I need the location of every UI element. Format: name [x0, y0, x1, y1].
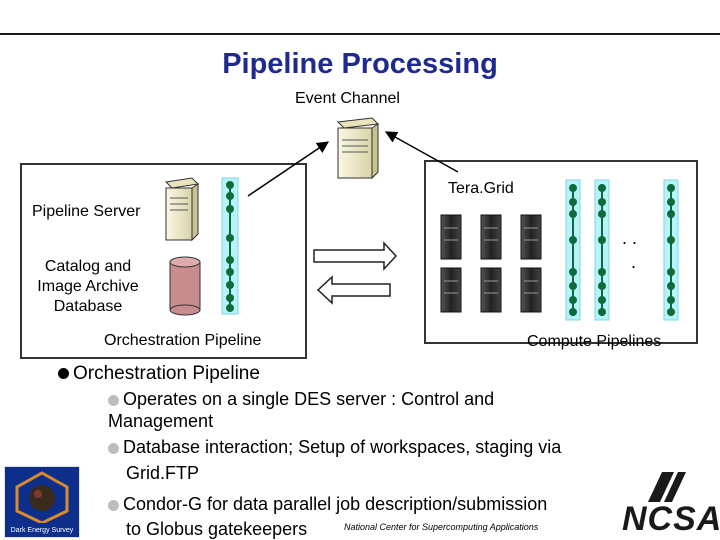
- compute-pipe-3: [663, 179, 679, 321]
- des-logo-emblem-icon: [15, 471, 69, 525]
- event-channel-label: Event Channel: [295, 90, 400, 107]
- compute-node-icon: [480, 267, 502, 313]
- teragrid-label: Tera.Grid: [448, 180, 514, 197]
- des-logo-text: Dark Energy Survey: [10, 527, 74, 534]
- catalog-db-line-3: Database: [53, 298, 123, 315]
- compute-pipe-2: [594, 179, 610, 321]
- des-logo: Dark Energy Survey: [4, 466, 80, 538]
- bullet-item-2: Database interaction; Setup of workspace…: [108, 436, 628, 458]
- bullet-dot: [58, 368, 69, 380]
- bullet-item-3-cont: to Globus gatekeepers: [126, 519, 308, 539]
- page-title: Pipeline Processing: [222, 48, 498, 80]
- catalog-db-label: Catalog and Image Archive Database: [28, 257, 148, 317]
- bullet-item-2-line-1: Database interaction; Setup of workspace…: [123, 437, 562, 457]
- footer-credit: National Center for Supercomputing Appli…: [344, 522, 539, 532]
- catalog-db-line-1: Catalog and: [44, 258, 132, 275]
- compute-node-icon: [520, 267, 542, 313]
- bullet-item-1-line-1: Operates on a single DES server : Contro…: [123, 389, 495, 409]
- bullet-main: Orchestration Pipeline: [58, 363, 260, 385]
- sub-bullet-dot: [108, 442, 119, 454]
- orchestration-box: [20, 163, 307, 359]
- ellipsis-bottom: .: [631, 252, 637, 272]
- compute-nodes: [440, 214, 542, 313]
- ncsa-logo: NCSA: [622, 500, 720, 538]
- ncsa-emblem-icon: [648, 472, 686, 502]
- compute-node-icon: [440, 267, 462, 313]
- compute-node-icon: [440, 214, 462, 260]
- bullet-item-3-line-1: Condor-G for data parallel job descripti…: [123, 494, 548, 514]
- event-arrow-right: [384, 131, 459, 173]
- database-icon: [169, 256, 201, 316]
- bullet-item-1: Operates on a single DES server : Contro…: [108, 388, 628, 410]
- sub-bullet-dot: [108, 394, 119, 406]
- compute-node-icon: [480, 214, 502, 260]
- bullet-main-text: Orchestration Pipeline: [73, 363, 260, 384]
- event-arrow-left: [247, 141, 329, 197]
- compute-pipelines-label: Compute Pipelines: [527, 333, 662, 350]
- compute-node-icon: [520, 214, 542, 260]
- bullet-item-2-cont: Grid.FTP: [126, 463, 200, 483]
- compute-pipe-1: [565, 179, 581, 321]
- pipeline-server-icon: [164, 177, 200, 242]
- teragrid-box: [424, 160, 698, 344]
- ellipsis-top: . .: [622, 228, 638, 248]
- orchestration-pipeline-label: Orchestration Pipeline: [104, 332, 262, 349]
- bullet-item-3: Condor-G for data parallel job descripti…: [108, 493, 628, 515]
- sub-bullet-dot: [108, 499, 119, 511]
- orchestration-pipe: [221, 177, 239, 315]
- pipeline-server-label: Pipeline Server: [32, 203, 141, 220]
- exchange-arrows: [313, 241, 398, 305]
- bullet-item-1-cont: Management: [108, 411, 214, 431]
- top-rule: [0, 33, 720, 35]
- catalog-db-line-2: Image Archive: [37, 278, 139, 295]
- event-channel-server-icon: [336, 117, 380, 180]
